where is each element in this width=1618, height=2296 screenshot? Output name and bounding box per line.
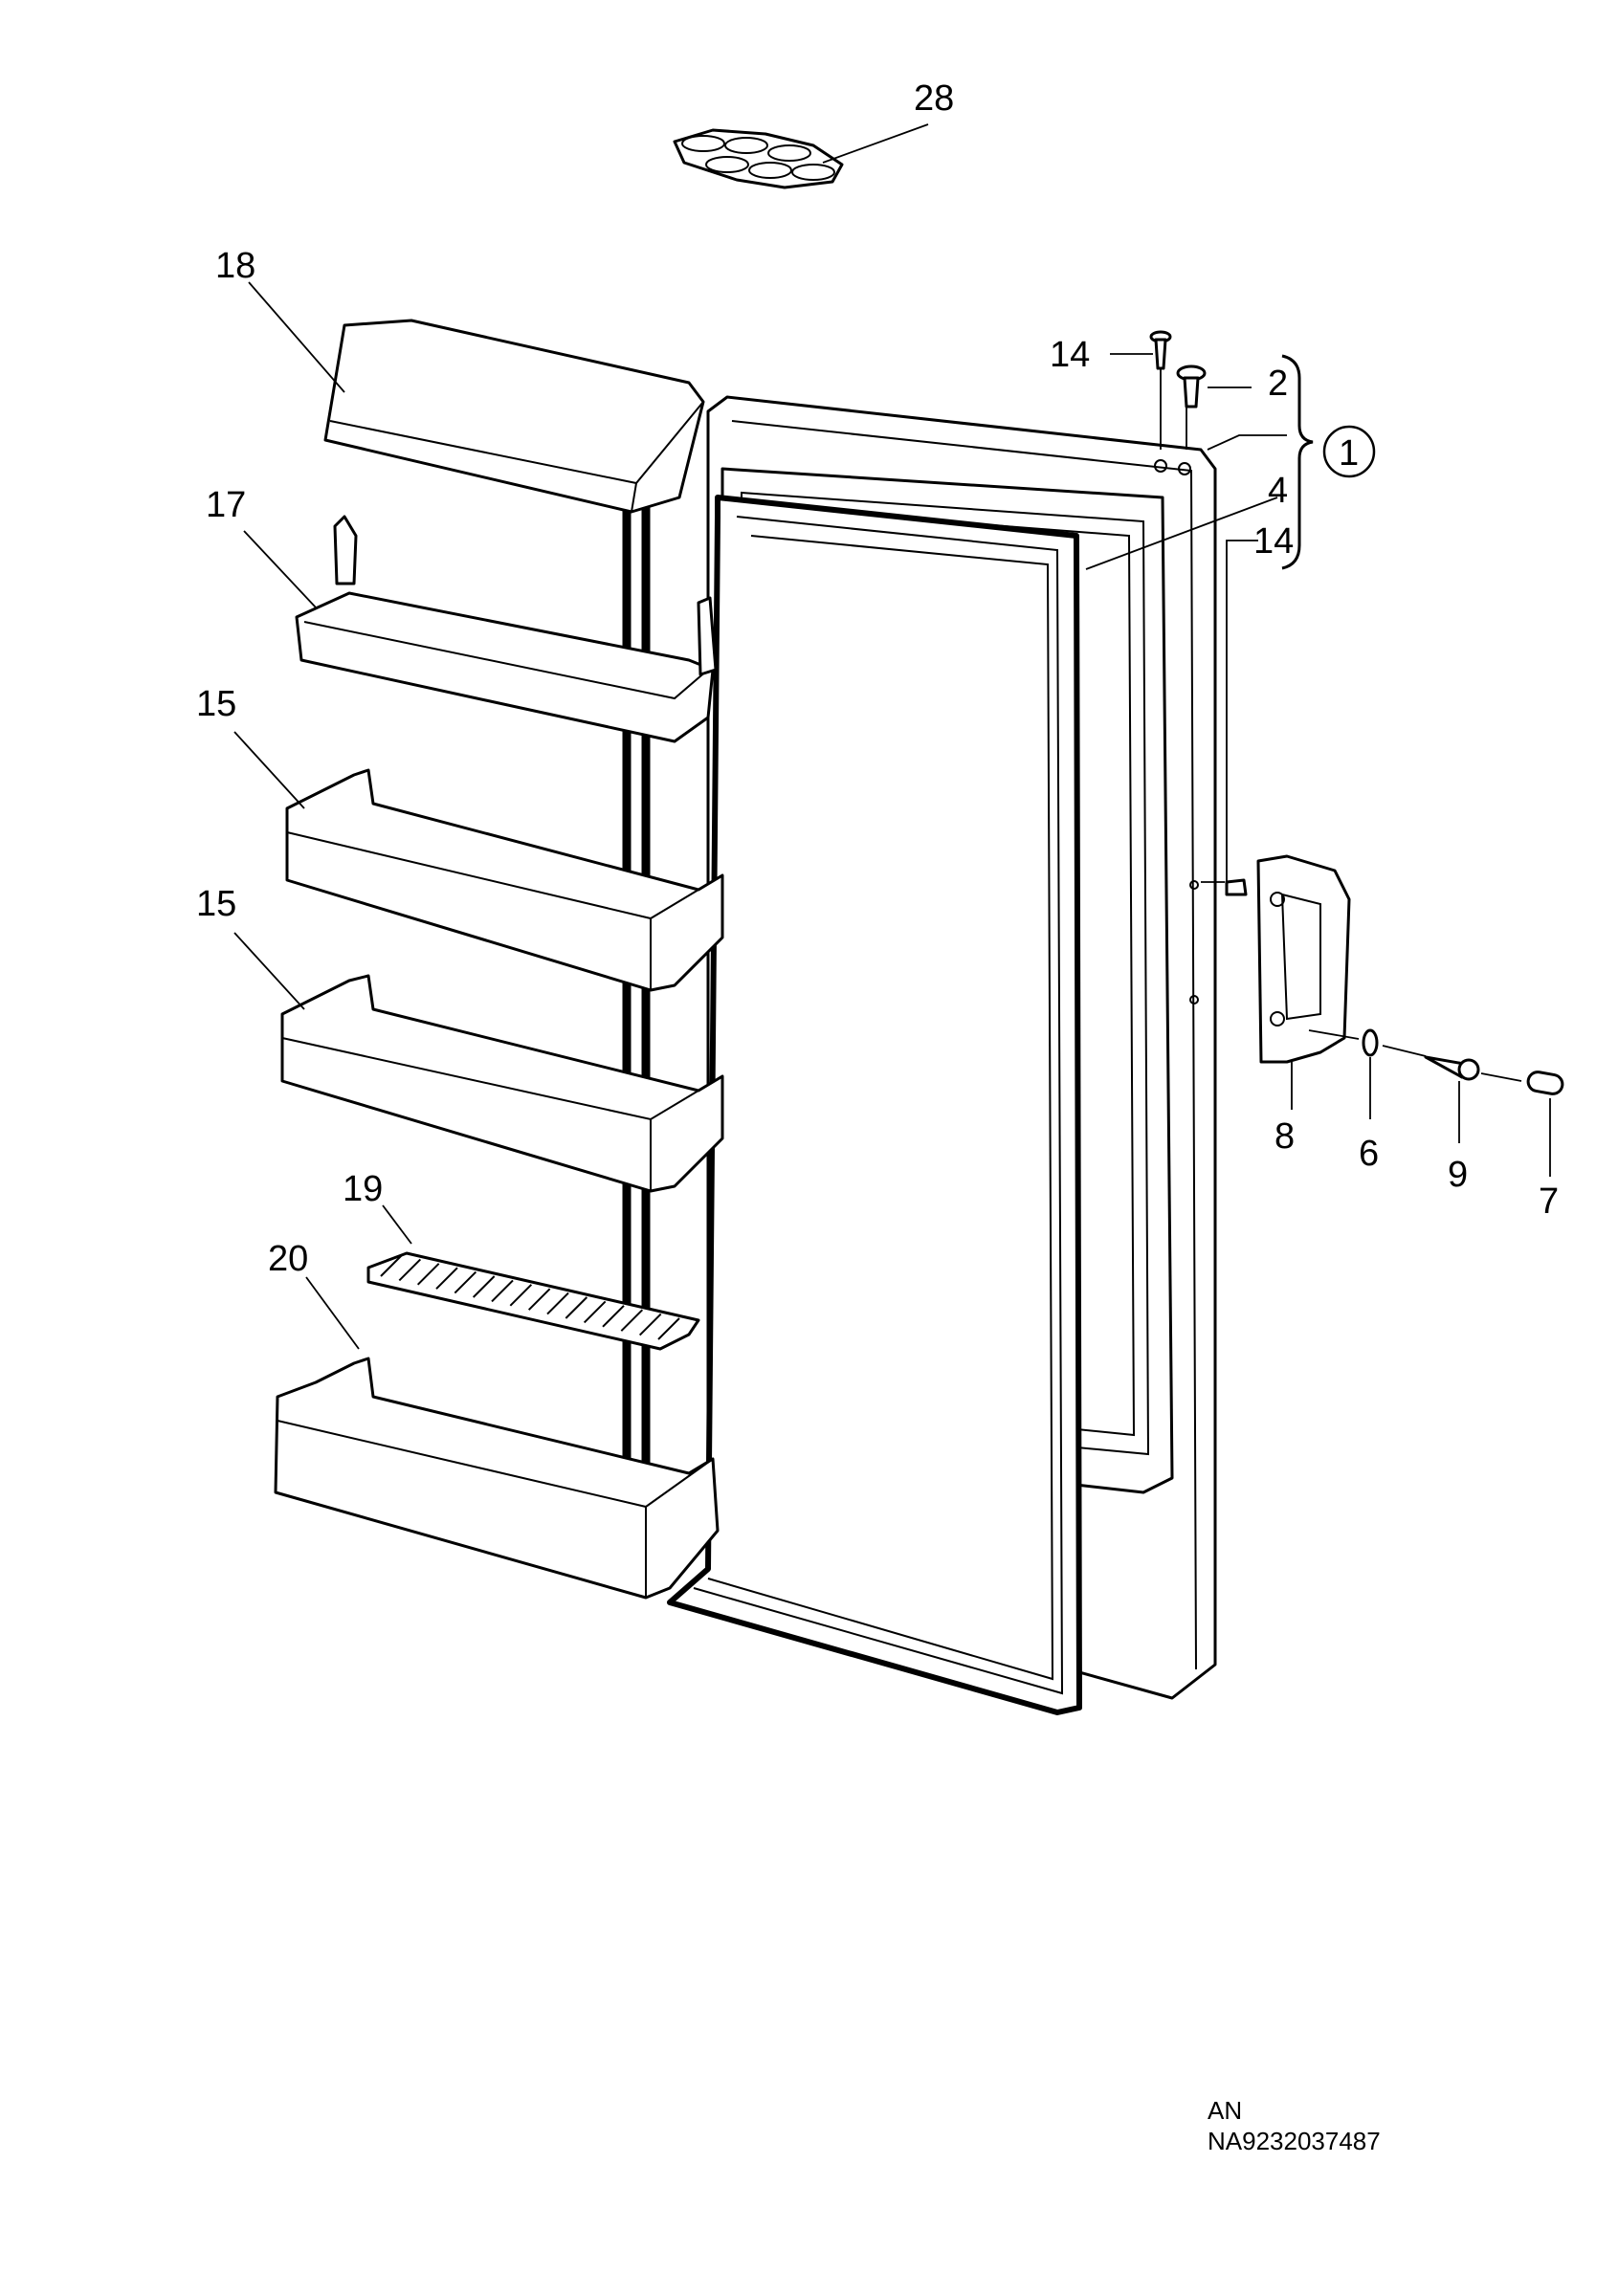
callout-14-top: 14 xyxy=(1050,335,1090,375)
callout-2: 2 xyxy=(1268,364,1288,404)
callout-6: 6 xyxy=(1359,1134,1379,1174)
callout-17: 17 xyxy=(206,485,246,525)
hinge-pin-2-part xyxy=(1176,364,1207,408)
footer-code-line-1: AN xyxy=(1208,2096,1242,2125)
callout-14-side: 14 xyxy=(1253,521,1294,562)
dairy-lid-part xyxy=(323,319,705,514)
door-handle-8-part xyxy=(1256,854,1351,1064)
callout-8: 8 xyxy=(1274,1116,1295,1157)
callout-9: 9 xyxy=(1448,1155,1468,1195)
callout-18: 18 xyxy=(215,246,255,286)
cap-7-part xyxy=(1526,1071,1564,1095)
grille-bar xyxy=(565,1296,588,1319)
door-shelf-17-part xyxy=(295,515,718,743)
callout-15-upper: 15 xyxy=(196,684,236,724)
door-shelf-15b-part xyxy=(280,974,724,1193)
grille-bar xyxy=(416,1263,440,1286)
grille-bar xyxy=(657,1317,680,1340)
grille-bar xyxy=(602,1305,625,1328)
leader-lines xyxy=(233,123,1551,1350)
bottle-retainer-part xyxy=(366,1251,700,1351)
grille-bar xyxy=(583,1300,607,1324)
pin-14-side-part xyxy=(1225,878,1248,896)
grille-bar xyxy=(491,1279,514,1303)
door-shelf-15a-part xyxy=(285,768,724,992)
callout-19: 19 xyxy=(343,1169,383,1209)
grille-bar xyxy=(380,1254,403,1277)
callout-4: 4 xyxy=(1268,471,1288,511)
pin-14-top-part xyxy=(1149,330,1172,370)
grille-bar xyxy=(435,1267,458,1290)
grille-bar xyxy=(620,1309,644,1332)
door-gasket-part xyxy=(667,495,1082,1715)
callout-1: 1 xyxy=(1339,433,1359,474)
footer-code-line-2: NA9232037487 xyxy=(1208,2127,1381,2155)
grille-bar xyxy=(638,1313,662,1336)
grille-bar xyxy=(472,1275,496,1298)
assembly-1-circle xyxy=(1322,425,1376,478)
callout-7: 7 xyxy=(1539,1181,1559,1222)
grille-bar xyxy=(509,1284,533,1307)
callout-20: 20 xyxy=(268,1239,308,1279)
grille-bar xyxy=(454,1270,477,1294)
grille-bar xyxy=(527,1288,551,1311)
grille-bar xyxy=(398,1258,422,1282)
bottle-shelf-20-part xyxy=(274,1357,720,1600)
callout-15-lower: 15 xyxy=(196,884,236,924)
grille-bar xyxy=(546,1292,569,1315)
screw-9-part xyxy=(1424,1055,1480,1081)
washer-6-part xyxy=(1362,1028,1379,1057)
assembly-brace xyxy=(1281,354,1314,570)
callout-28: 28 xyxy=(914,78,954,119)
egg-tray-part xyxy=(673,128,844,189)
